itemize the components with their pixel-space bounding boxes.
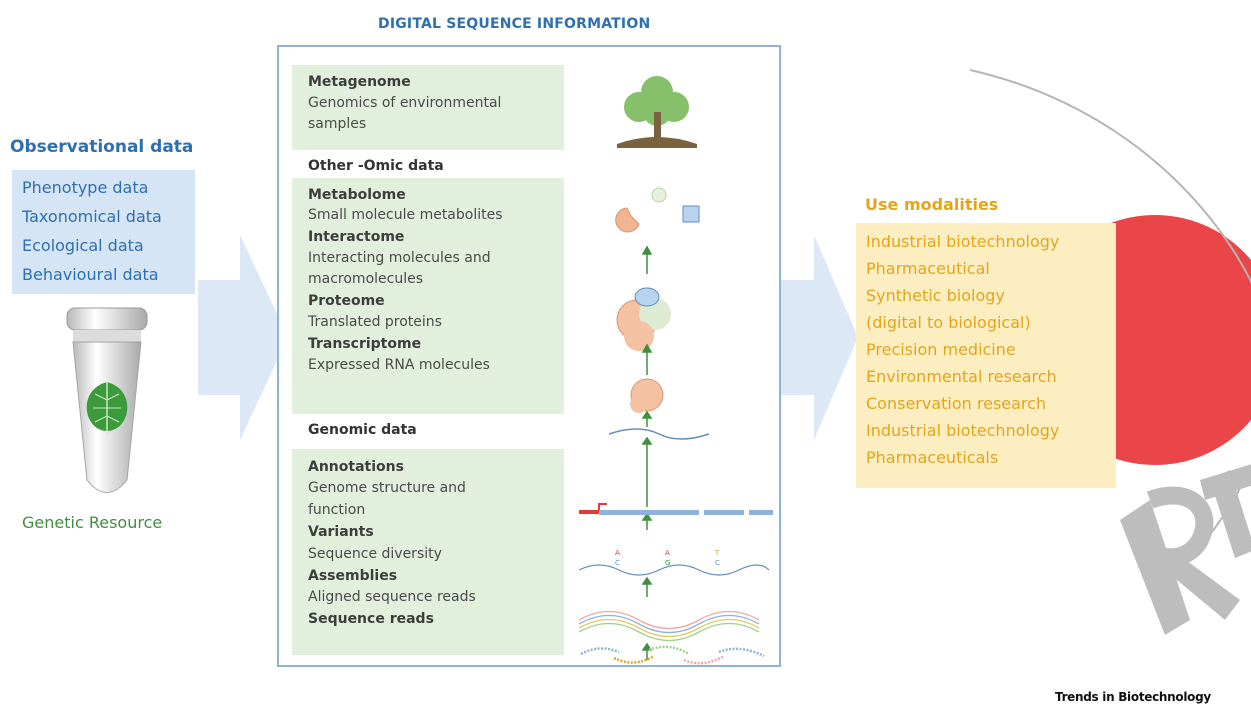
reads-icon xyxy=(580,645,765,665)
interactome-icon xyxy=(616,287,671,351)
use-modalities-title: Use modalities xyxy=(865,195,999,214)
other-omic-label: Other -Omic data xyxy=(308,158,444,174)
obs-item: Behavioural data xyxy=(22,265,159,284)
sequence-reads-label: Sequence reads xyxy=(308,611,434,627)
annotations-label: Annotations xyxy=(308,459,404,475)
variant-letter: T xyxy=(714,549,720,557)
protein-icon xyxy=(630,378,664,413)
variant-letter: A xyxy=(665,549,670,557)
annotations-desc: function xyxy=(308,502,366,518)
use-item: Environmental research xyxy=(866,367,1057,386)
assembly-icon xyxy=(578,610,760,642)
interactome-label: Interactome xyxy=(308,229,405,245)
proteome-label: Proteome xyxy=(308,293,385,309)
variants-label: Variants xyxy=(308,524,374,540)
obs-item: Ecological data xyxy=(22,236,144,255)
metagenome-box xyxy=(292,65,564,150)
use-item: Industrial biotechnology xyxy=(866,232,1060,251)
watermark-logo xyxy=(1120,464,1251,635)
annotation-track-icon xyxy=(579,503,773,515)
tree-icon xyxy=(617,76,697,148)
test-tube-icon xyxy=(66,307,148,493)
variant-letter: C xyxy=(715,559,720,567)
annotations-desc: Genome structure and xyxy=(308,480,466,496)
obs-item: Taxonomical data xyxy=(22,207,162,226)
assemblies-desc: Aligned sequence reads xyxy=(308,589,476,605)
omics-illustrations: A C A G T C xyxy=(578,76,773,660)
variants-desc: Sequence diversity xyxy=(308,546,442,562)
use-item: Synthetic biology xyxy=(866,286,1005,305)
genomic-box xyxy=(292,449,564,655)
variant-letter: A xyxy=(615,549,620,557)
left-arrow xyxy=(198,235,288,440)
variant-icon: A C A G T C xyxy=(578,549,770,576)
observational-data-title: Observational data xyxy=(10,137,194,157)
use-item: Pharmaceuticals xyxy=(866,448,999,467)
variant-letter: G xyxy=(665,559,670,567)
metagenome-desc: samples xyxy=(308,116,367,132)
omics-box xyxy=(292,178,564,414)
metabolite-icon xyxy=(615,187,700,233)
rna-icon xyxy=(608,428,710,440)
right-arrow xyxy=(780,235,858,440)
genetic-resource-label: Genetic Resource xyxy=(22,513,163,532)
use-modalities-box: Industrial biotechnology Pharmaceutical … xyxy=(856,223,1116,488)
transcriptome-label: Transcriptome xyxy=(308,336,422,352)
use-item: Conservation research xyxy=(866,394,1047,413)
metabolome-desc: Small molecule metabolites xyxy=(308,207,503,223)
dsi-box: Metagenome Genomics of environmental sam… xyxy=(277,45,781,667)
transcriptome-desc: Expressed RNA molecules xyxy=(308,357,490,373)
use-item: Precision medicine xyxy=(866,340,1016,359)
metagenome-desc: Genomics of environmental xyxy=(308,95,502,111)
observational-data-box: Phenotype data Taxonomical data Ecologic… xyxy=(12,170,195,294)
use-item: Pharmaceutical xyxy=(866,259,990,278)
interactome-desc: Interacting molecules and xyxy=(308,250,491,266)
metagenome-label: Metagenome xyxy=(308,74,411,90)
variant-letter: C xyxy=(615,559,620,567)
genomic-data-label: Genomic data xyxy=(308,422,417,438)
metabolome-label: Metabolome xyxy=(308,187,406,203)
obs-item: Phenotype data xyxy=(22,178,149,197)
assemblies-label: Assemblies xyxy=(308,568,398,584)
use-item: (digital to biological) xyxy=(866,313,1031,332)
source-credit: Trends in Biotechnology xyxy=(1055,690,1211,704)
proteome-desc: Translated proteins xyxy=(308,314,442,330)
dsi-title: DIGITAL SEQUENCE INFORMATION xyxy=(378,16,651,32)
interactome-desc: macromolecules xyxy=(308,271,424,287)
use-item: Industrial biotechnology xyxy=(866,421,1060,440)
